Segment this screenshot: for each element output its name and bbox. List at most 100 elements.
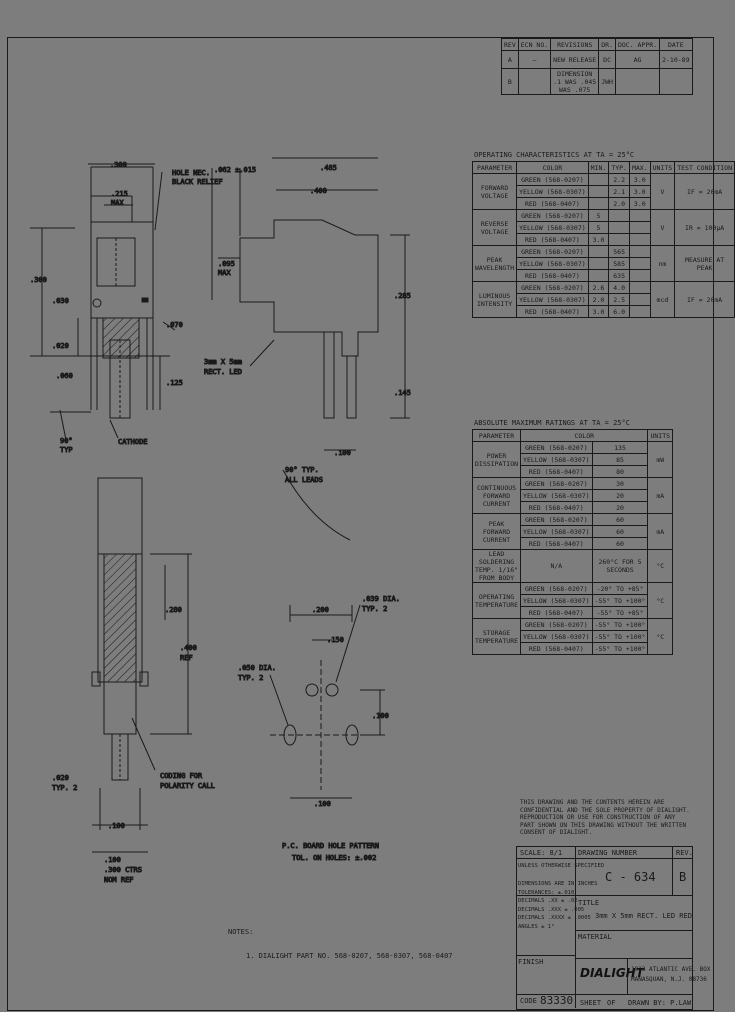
parameter-cell: LEAD SOLDERING TEMP. 1/16" FROM BODY: [471, 549, 522, 583]
dim-070: .070: [166, 321, 183, 329]
dim-100e: .100: [314, 800, 331, 808]
column-header: MAX.: [628, 161, 651, 174]
max-cell: [628, 233, 651, 246]
parameter-cell: PEAK WAVELENGTH: [471, 245, 518, 282]
color-cell: RED (568-0407): [516, 305, 589, 318]
dim-060: .060: [56, 372, 73, 380]
operating-title: OPERATING CHARACTERISTICS AT TA = 25°C: [474, 151, 635, 159]
min-cell: [587, 173, 610, 186]
title-block: [516, 846, 693, 1010]
column-header: PARAMETER: [471, 161, 518, 174]
units-cell: mW: [647, 441, 674, 478]
tb-line: [516, 955, 576, 956]
dim-485: .485: [320, 164, 337, 172]
color-cell: YELLOW (568-0307): [516, 221, 589, 234]
ecn-header: ECN NO.: [517, 38, 552, 51]
dim-039: .039 DIA.: [362, 595, 400, 603]
date-header: DATE: [659, 38, 693, 51]
color-cell: RED (568-0407): [516, 233, 589, 246]
min-cell: [587, 197, 610, 210]
color-cell: GREEN (568-0207): [520, 618, 593, 631]
column-header: TYP.: [608, 161, 630, 174]
dim-050: .050 DIA.: [238, 664, 276, 672]
color-cell: GREEN (568-0207): [520, 441, 593, 454]
column-header: TEST CONDITION: [674, 161, 735, 174]
column-header: PARAMETER: [471, 429, 522, 442]
max-cell: [628, 281, 651, 294]
value-cell: 20: [591, 489, 649, 502]
column-header: COLOR: [516, 161, 589, 174]
condition-cell: IF = 20mA: [674, 281, 735, 318]
tolerance-line: DECIMALS .XXX ± .005: [518, 906, 585, 913]
drawing-rev: B: [679, 870, 687, 884]
color-cell: YELLOW (568-0307): [520, 489, 593, 502]
value-cell: 60: [591, 537, 649, 550]
color-cell: YELLOW (568-0307): [520, 453, 593, 466]
pcb-tolerance: TOL. ON HOLES: ±.002: [292, 854, 376, 862]
typ-cell: 565: [608, 245, 630, 258]
table-row: RED (568-0407)635: [473, 269, 735, 282]
value-cell: 260°C FOR 5 SECONDS: [591, 549, 649, 583]
parameter-cell: CONTINUOUS FORWARD CURRENT: [471, 477, 522, 514]
pcb-title: P.C. BOARD HOLE PATTERN: [282, 842, 379, 850]
typ4: TYP. 2: [238, 674, 263, 682]
max-cell: [628, 293, 651, 306]
finish-label: FINISH: [518, 958, 544, 966]
table-row: YELLOW (568-0307)585: [473, 257, 735, 270]
dim-300: .300: [110, 161, 127, 169]
table-row: RED (568-0407)20: [473, 501, 673, 514]
ecn-cell: [517, 68, 552, 95]
value-cell: -55° TO +100°: [591, 594, 649, 607]
date-cell: 2-10-89: [659, 50, 693, 69]
sheet-border: [7, 37, 714, 1011]
nom: NOM REF: [104, 876, 134, 884]
color-cell: RED (568-0407): [520, 501, 593, 514]
column-header: COLOR: [520, 429, 649, 442]
rev-cell: A: [501, 50, 519, 69]
column-header: UNITS: [647, 429, 674, 442]
typ-cell: 2.0: [608, 197, 630, 210]
parameter-cell: REVERSE VOLTAGE: [471, 209, 518, 246]
sheet-value: OF: [607, 999, 616, 1007]
dim-100b: .100: [108, 822, 125, 830]
color-cell: YELLOW (568-0307): [520, 525, 593, 538]
appr-cell: [614, 68, 661, 95]
revision-row: B DIMENSION .1 WAS .045 WAS .075 JWH: [501, 68, 693, 95]
table-row: RED (568-0407)-55° TO +100°: [473, 642, 673, 655]
parameter-cell: LUMINOUS INTENSITY: [471, 281, 518, 318]
value-cell: -55° TO +100°: [591, 642, 649, 655]
dim-100c: .100: [104, 856, 121, 864]
condition-cell: MEASURE AT PEAK: [674, 245, 735, 282]
table-row: YELLOW (568-0307)20: [473, 489, 673, 502]
sheet-label: SHEET: [580, 999, 602, 1007]
ecn-cell: —: [517, 50, 552, 69]
value-cell: -55° TO +100°: [591, 630, 649, 643]
parameter-cell: POWER DISSIPATION: [471, 441, 522, 478]
material-label: MATERIAL: [578, 933, 612, 941]
min-cell: 2.6: [587, 281, 610, 294]
color-cell: YELLOW (568-0307): [516, 257, 589, 270]
table-row: RED (568-0407)60: [473, 537, 673, 550]
cathode: CATHODE: [118, 438, 148, 446]
color-cell: RED (568-0407): [520, 537, 593, 550]
tolerance-line: DECIMALS .XX ± .02: [518, 898, 578, 904]
absolute-title: ABSOLUTE MAXIMUM RATINGS AT TA = 25°C: [474, 419, 630, 427]
color-cell: RED (568-0407): [520, 642, 593, 655]
value-cell: 80: [591, 465, 649, 478]
color-cell: N/A: [520, 549, 593, 583]
color-cell: RED (568-0407): [520, 465, 593, 478]
dr-cell: DC: [598, 50, 616, 69]
max-cell: [628, 209, 651, 222]
table-row: RED (568-0407)80: [473, 465, 673, 478]
color-cell: GREEN (568-0207): [520, 582, 593, 595]
all-leads: ALL LEADS: [285, 476, 323, 484]
units-cell: mA: [647, 477, 674, 514]
value-cell: 60: [591, 513, 649, 526]
min-cell: 2.0: [587, 293, 610, 306]
